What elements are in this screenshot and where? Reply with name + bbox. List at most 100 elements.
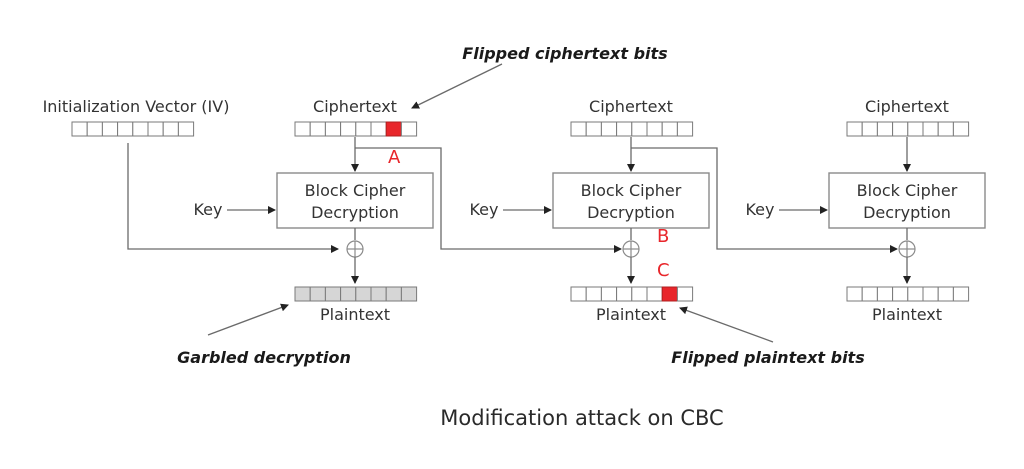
block-cipher-decryption-box bbox=[552, 172, 710, 229]
bit-cell bbox=[952, 286, 970, 302]
block-cipher-decryption-box bbox=[828, 172, 986, 229]
bit-cell bbox=[324, 121, 342, 137]
bit-cell bbox=[400, 286, 418, 302]
diagram-title: Modification attack on CBC bbox=[440, 406, 723, 430]
bit-cell bbox=[876, 121, 894, 137]
key-label: Key bbox=[193, 200, 222, 219]
block-cipher-decryption-box bbox=[276, 172, 434, 229]
ciphertext-label: Ciphertext bbox=[589, 97, 673, 116]
ciphertext-label: Ciphertext bbox=[865, 97, 949, 116]
flipped-bit-cell bbox=[661, 286, 678, 302]
bit-cell bbox=[585, 286, 602, 302]
bit-cell bbox=[616, 286, 633, 302]
ciphertext-chain-line bbox=[631, 147, 898, 253]
ciphertext-block bbox=[846, 121, 970, 137]
marker-a: A bbox=[388, 147, 401, 168]
bit-cell bbox=[132, 121, 149, 137]
iv-bit-block bbox=[71, 121, 195, 137]
bit-cell bbox=[162, 121, 179, 137]
block-label-line1: Block Cipher bbox=[305, 181, 406, 200]
bit-cell bbox=[661, 121, 678, 137]
plaintext-label: Plaintext bbox=[872, 305, 942, 324]
bit-cell bbox=[876, 286, 894, 302]
block-label-line2: Decryption bbox=[587, 203, 675, 222]
block-label-line1: Block Cipher bbox=[581, 181, 682, 200]
xor-icon bbox=[622, 240, 640, 258]
bit-cell bbox=[922, 121, 939, 137]
bit-cell bbox=[177, 121, 195, 137]
annotation-arrow-plaintext bbox=[679, 306, 774, 343]
plaintext-label: Plaintext bbox=[596, 305, 666, 324]
bit-cell bbox=[646, 286, 663, 302]
bit-cell bbox=[400, 121, 418, 137]
plaintext-block bbox=[294, 286, 418, 302]
ciphertext-block bbox=[294, 121, 418, 137]
bit-cell bbox=[309, 286, 326, 302]
bit-cell bbox=[585, 121, 602, 137]
iv-to-xor-1-line bbox=[127, 143, 339, 253]
annotation-flipped-plaintext: Flipped plaintext bits bbox=[671, 348, 864, 367]
block-label-line2: Decryption bbox=[311, 203, 399, 222]
bit-cell bbox=[385, 286, 402, 302]
ciphertext-label: Ciphertext bbox=[313, 97, 397, 116]
plaintext-label: Plaintext bbox=[320, 305, 390, 324]
bit-cell bbox=[861, 286, 878, 302]
annotation-flipped-ciphertext: Flipped ciphertext bits bbox=[462, 44, 667, 63]
marker-b: B bbox=[657, 226, 669, 247]
bit-cell bbox=[570, 121, 587, 137]
bit-cell bbox=[907, 121, 924, 137]
bit-cell bbox=[147, 121, 164, 137]
bit-cell bbox=[294, 286, 311, 302]
bit-cell bbox=[616, 121, 633, 137]
marker-c: C bbox=[657, 260, 670, 281]
iv-cells bbox=[71, 121, 195, 137]
xor-icon bbox=[346, 240, 364, 258]
block-label-line2: Decryption bbox=[863, 203, 951, 222]
bit-cell bbox=[861, 121, 878, 137]
bit-cell bbox=[600, 121, 618, 137]
bit-cell bbox=[892, 286, 909, 302]
bit-cell bbox=[846, 286, 863, 302]
bit-cell bbox=[676, 121, 694, 137]
bit-cell bbox=[952, 121, 970, 137]
bit-cell bbox=[570, 286, 587, 302]
bit-cell bbox=[631, 286, 648, 302]
annotation-arrow-garbled bbox=[207, 303, 289, 336]
block-label-line1: Block Cipher bbox=[857, 181, 958, 200]
flipped-bit-cell bbox=[385, 121, 402, 137]
bit-cell bbox=[892, 121, 909, 137]
bit-cell bbox=[340, 286, 357, 302]
ciphertext-chain-line bbox=[355, 147, 622, 253]
bit-cell bbox=[86, 121, 103, 137]
annotation-garbled-decryption: Garbled decryption bbox=[177, 348, 351, 367]
xor-icon bbox=[898, 240, 916, 258]
bit-cell bbox=[646, 121, 663, 137]
key-label: Key bbox=[745, 200, 774, 219]
bit-cell bbox=[294, 121, 311, 137]
bit-cell bbox=[937, 121, 954, 137]
key-label: Key bbox=[469, 200, 498, 219]
bit-cell bbox=[355, 121, 372, 137]
bit-cell bbox=[340, 121, 357, 137]
bit-cell bbox=[600, 286, 618, 302]
annotation-arrow-ciphertext bbox=[411, 63, 503, 109]
bit-cell bbox=[937, 286, 954, 302]
bit-cell bbox=[631, 121, 648, 137]
bit-cell bbox=[907, 286, 924, 302]
bit-cell bbox=[370, 286, 387, 302]
iv-label: Initialization Vector (IV) bbox=[43, 97, 230, 116]
bit-cell bbox=[101, 121, 119, 137]
plaintext-block bbox=[846, 286, 970, 302]
bit-cell bbox=[324, 286, 342, 302]
bit-cell bbox=[846, 121, 863, 137]
ciphertext-block bbox=[570, 121, 694, 137]
bit-cell bbox=[117, 121, 134, 137]
bit-cell bbox=[370, 121, 387, 137]
bit-cell bbox=[309, 121, 326, 137]
bit-cell bbox=[355, 286, 372, 302]
